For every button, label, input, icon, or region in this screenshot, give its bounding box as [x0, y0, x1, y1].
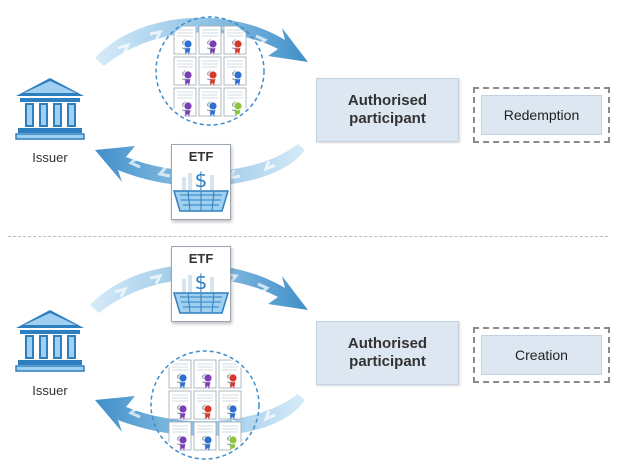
- certificate-icon: $: [198, 25, 222, 55]
- certificate-icon: $: [218, 390, 242, 420]
- certificate-icon: $: [223, 25, 247, 55]
- certificate-icon: $: [173, 25, 197, 55]
- bank-icon: [15, 310, 85, 372]
- authorised-participant-box: Authorised participant: [316, 321, 459, 385]
- certificate-icon: $: [168, 359, 192, 389]
- certificate-icon: $: [198, 87, 222, 117]
- authorised-participant-label: Authorised participant: [347, 335, 428, 370]
- certificate-icon: $: [198, 56, 222, 86]
- certificate-icon: $: [173, 87, 197, 117]
- section-divider: [8, 236, 608, 237]
- issuer-label: Issuer: [32, 150, 68, 165]
- redemption-box: Redemption: [473, 87, 610, 143]
- etf-label: ETF: [188, 251, 214, 266]
- process-label: Redemption: [481, 95, 602, 135]
- certificate-icon: $: [218, 421, 242, 451]
- basket-icon: $: [172, 168, 230, 212]
- issuer-label: Issuer: [32, 383, 68, 398]
- etf-share-card: ETF $: [171, 144, 231, 220]
- etf-label: ETF: [188, 149, 214, 164]
- bank-icon: [15, 78, 85, 140]
- svg-text:$: $: [195, 168, 208, 192]
- certificate-icon: $: [223, 87, 247, 117]
- securities-basket: $$$$$$$$$: [150, 350, 260, 460]
- certificate-icon: $: [168, 390, 192, 420]
- securities-basket: $$$$$$$$$: [155, 16, 265, 126]
- process-label: Creation: [481, 335, 602, 375]
- creation-box: Creation: [473, 327, 610, 383]
- certificate-icon: $: [218, 359, 242, 389]
- certificate-icon: $: [193, 421, 217, 451]
- basket-icon: $: [172, 270, 230, 314]
- certificate-icon: $: [193, 390, 217, 420]
- etf-share-card: ETF $: [171, 246, 231, 322]
- authorised-participant-label: Authorised participant: [347, 92, 428, 127]
- certificate-icon: $: [193, 359, 217, 389]
- certificate-icon: $: [173, 56, 197, 86]
- svg-text:$: $: [195, 270, 208, 294]
- certificate-icon: $: [223, 56, 247, 86]
- certificate-icon: $: [168, 421, 192, 451]
- authorised-participant-box: Authorised participant: [316, 78, 459, 142]
